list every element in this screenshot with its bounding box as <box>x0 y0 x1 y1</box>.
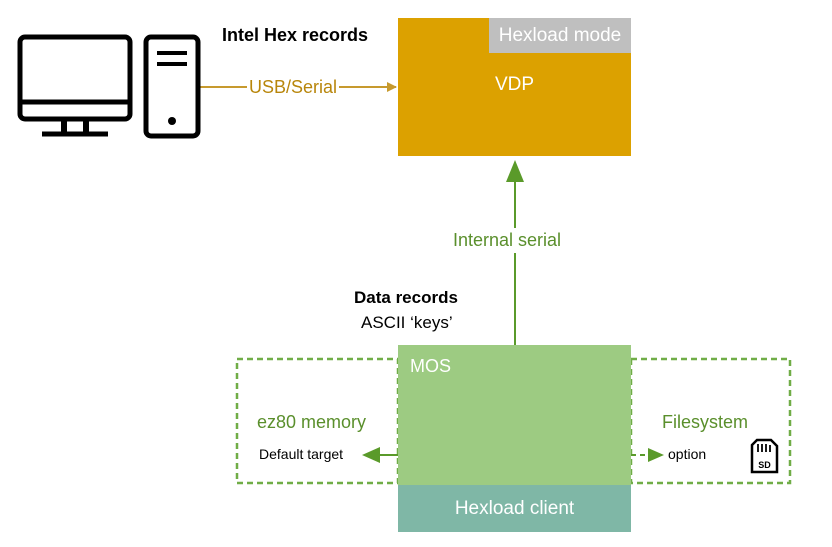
hexload-mode-box: Hexload mode <box>489 18 631 53</box>
internal-serial-arrowhead-up <box>506 160 524 182</box>
data-records-label: Data records <box>354 288 458 307</box>
filesystem-container <box>629 357 792 485</box>
vdp-label: VDP <box>494 74 535 95</box>
mos-box <box>398 345 631 485</box>
filesystem-label: Filesystem <box>662 412 749 432</box>
default-target-label: Default target <box>259 446 344 462</box>
option-label: option <box>668 446 707 462</box>
ez80-memory-label: ez80 memory <box>257 412 367 432</box>
hexload-client-box: Hexload client <box>398 485 631 532</box>
intel-hex-records-label: Intel Hex records <box>222 25 369 45</box>
desktop-computer-icon <box>17 34 201 139</box>
default-target-arrowhead <box>362 447 380 463</box>
mos-label: MOS <box>410 356 452 376</box>
sd-card-icon: SD <box>750 438 779 474</box>
internal-serial-label: Internal serial <box>450 228 565 253</box>
usb-serial-label: USB/Serial <box>247 77 340 98</box>
option-arrowhead <box>648 448 664 462</box>
ascii-keys-label: ASCII ‘keys’ <box>361 313 453 332</box>
sd-card-text: SD <box>758 460 771 470</box>
